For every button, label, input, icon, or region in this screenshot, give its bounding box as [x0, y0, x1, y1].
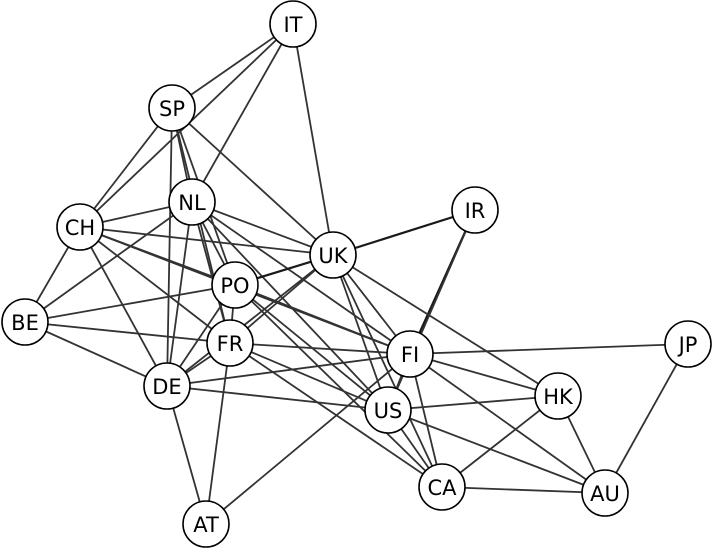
node-us: US: [364, 386, 412, 434]
edge-fi-jp: [409, 343, 689, 355]
node-circle: [56, 203, 104, 251]
node-circle: [581, 469, 629, 517]
node-po: PO: [211, 261, 259, 309]
edge-nl-uk: [191, 201, 334, 256]
edge-uk-de: [166, 254, 334, 387]
edge-fr-us: [229, 342, 389, 411]
node-label: US: [374, 399, 403, 423]
node-label: IT: [283, 13, 302, 37]
edge-uk-us: [332, 254, 389, 411]
edge-po-be: [24, 284, 236, 323]
node-label: BE: [11, 311, 39, 335]
edge-fi-hk: [409, 353, 559, 397]
node-circle: [1, 298, 49, 346]
edge-nl-fr: [191, 201, 231, 344]
edge-sp-de: [166, 107, 173, 387]
node-label: UK: [318, 244, 348, 268]
edge-po-ca: [234, 284, 443, 488]
edge-ir-us: [387, 209, 476, 411]
edge-us-au: [387, 409, 606, 494]
node-label: CA: [427, 476, 457, 500]
node-circle: [364, 386, 412, 434]
edge-jp-au: [604, 343, 689, 494]
node-label: SP: [159, 97, 185, 121]
edge-it-uk: [292, 23, 334, 256]
node-fi: FI: [386, 330, 434, 378]
edge-ch-uk: [79, 226, 334, 256]
edge-sp-ch: [79, 107, 173, 228]
node-label: AU: [590, 482, 620, 506]
edge-uk-ca: [332, 254, 443, 488]
edge-it-nl: [191, 23, 294, 203]
node-circle: [168, 178, 216, 226]
node-label: FR: [217, 332, 244, 356]
edge-ir-uk: [332, 208, 476, 257]
node-circle: [143, 362, 191, 410]
node-circle: [534, 372, 582, 420]
node-hk: HK: [534, 372, 582, 420]
node-ir: IR: [451, 186, 499, 234]
node-uk: UK: [309, 231, 357, 279]
node-fr: FR: [206, 319, 254, 367]
node-circle: [269, 0, 317, 48]
node-label: NL: [178, 191, 206, 215]
edge-ch-de: [79, 226, 168, 387]
edge-sp-uk: [171, 107, 334, 256]
edge-nl-be: [24, 201, 193, 323]
node-ch: CH: [56, 203, 104, 251]
node-label: CH: [65, 216, 95, 240]
edge-it-sp: [171, 23, 294, 109]
edge-fr-fi: [229, 342, 411, 355]
node-nl: NL: [168, 178, 216, 226]
node-circle: [148, 84, 196, 132]
edge-nl-fi: [191, 201, 411, 355]
edge-hk-ca: [441, 395, 559, 488]
node-circle: [418, 463, 466, 511]
node-label: IR: [465, 199, 486, 223]
node-it: IT: [269, 0, 317, 48]
node-circle: [182, 500, 230, 548]
edge-uk-hk: [332, 254, 559, 397]
node-label: AT: [193, 513, 219, 537]
node-label: PO: [220, 274, 249, 298]
node-circle: [309, 231, 357, 279]
node-circle: [664, 320, 712, 368]
node-circle: [211, 261, 259, 309]
edge-fi-at: [205, 353, 411, 525]
edge-po-fi: [234, 284, 411, 355]
node-sp: SP: [148, 84, 196, 132]
edge-fr-at: [205, 342, 231, 525]
edge-fi-de: [166, 353, 411, 387]
edge-ch-fr: [79, 226, 231, 344]
node-label: JP: [677, 333, 698, 357]
edge-be-de: [24, 321, 168, 387]
node-jp: JP: [664, 320, 712, 368]
node-ca: CA: [418, 463, 466, 511]
edge-de-at: [166, 385, 207, 525]
edge-be-fr: [24, 321, 231, 344]
node-be: BE: [1, 298, 49, 346]
node-circle: [206, 319, 254, 367]
node-label: FI: [401, 343, 419, 367]
edge-hk-us: [387, 395, 559, 411]
node-label: DE: [152, 375, 181, 399]
node-au: AU: [581, 469, 629, 517]
edge-fi-au: [409, 353, 606, 494]
edge-de-us: [166, 385, 389, 411]
node-circle: [386, 330, 434, 378]
edge-layer: [24, 23, 689, 525]
node-label: HK: [543, 385, 574, 409]
edge-ca-au: [441, 486, 606, 494]
node-at: AT: [182, 500, 230, 548]
node-de: DE: [143, 362, 191, 410]
node-circle: [451, 186, 499, 234]
